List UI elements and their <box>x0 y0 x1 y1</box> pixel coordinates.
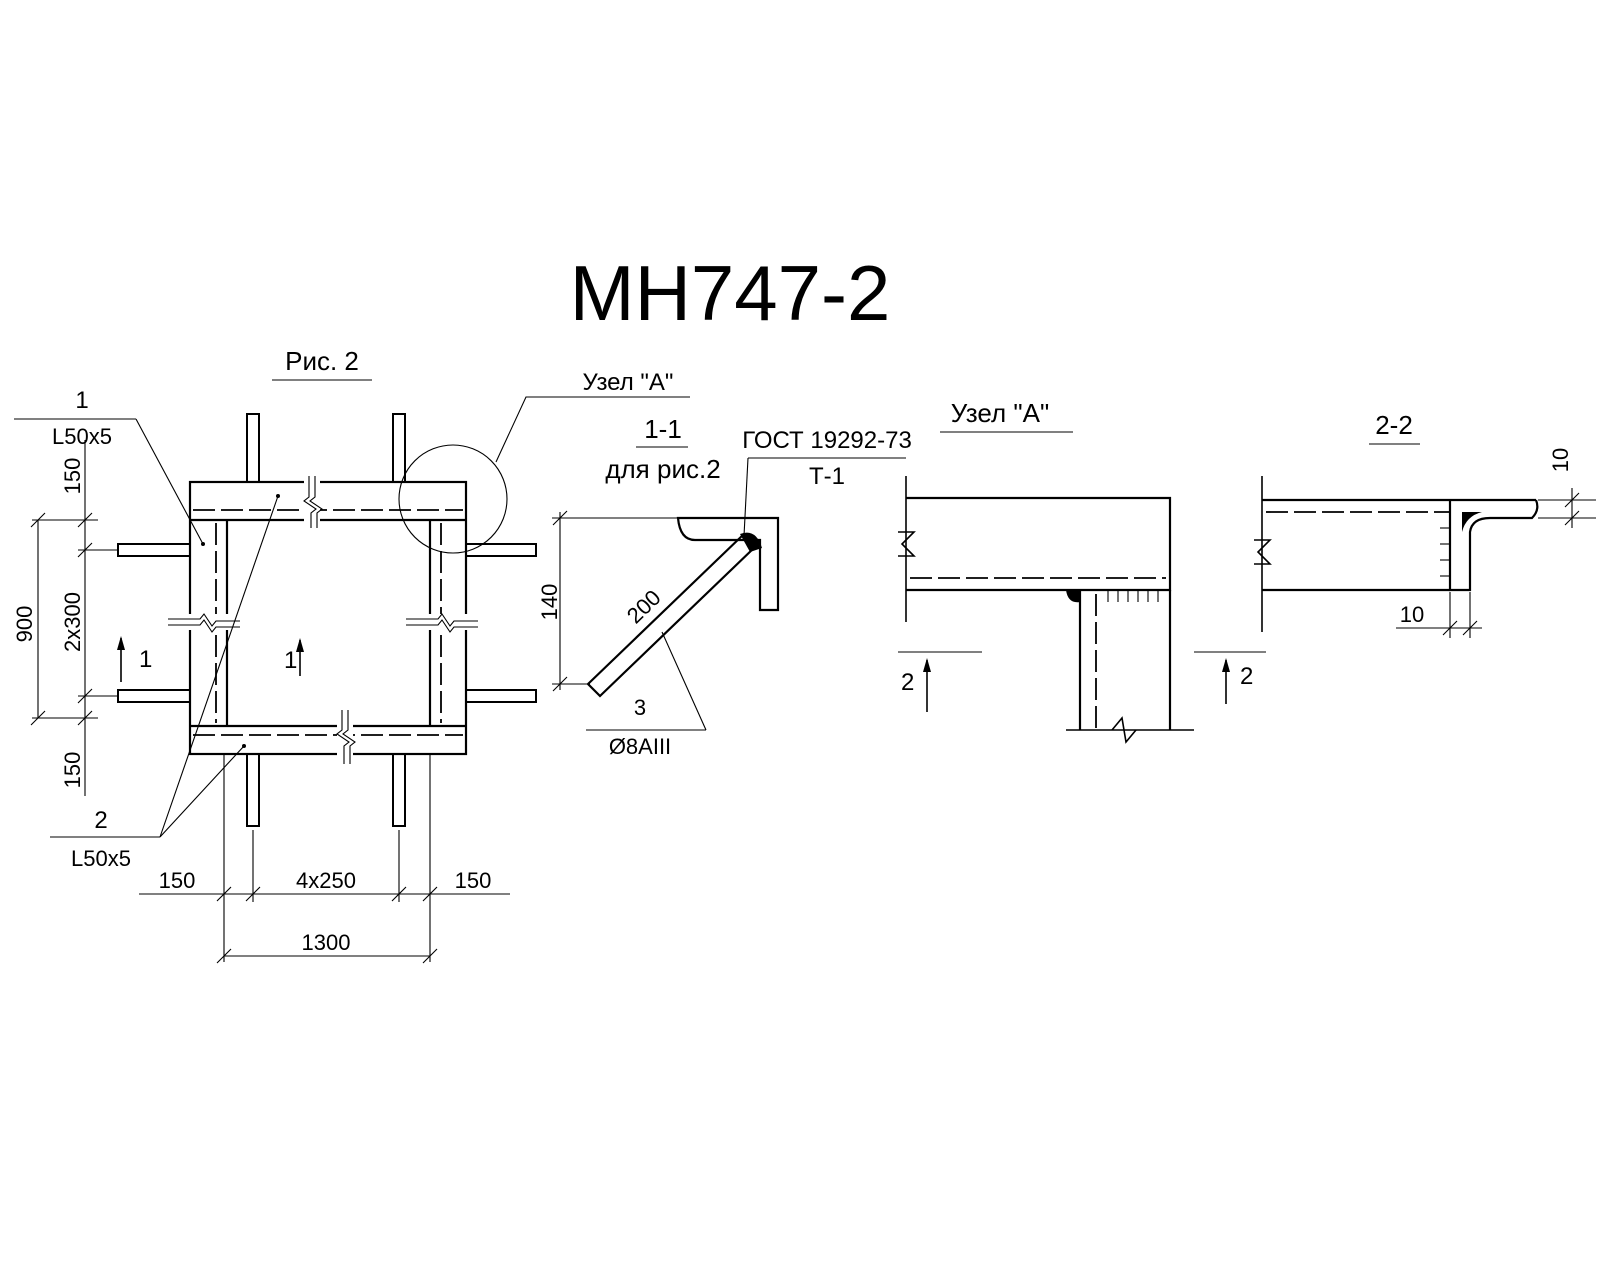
svg-text:2: 2 <box>1240 663 1253 690</box>
break-symbol-right <box>406 613 478 633</box>
anchor-rod-bottom-right <box>392 753 406 827</box>
node-a-title: Узел "А" <box>951 398 1049 428</box>
anchor-rod-right-upper <box>465 543 537 557</box>
svg-text:1: 1 <box>139 646 152 673</box>
svg-text:L50x5: L50x5 <box>71 846 131 871</box>
node-a-weld <box>1066 590 1080 603</box>
gost-standard: ГОСТ 19292-73 <box>742 427 912 454</box>
section-2-2-title: 2-2 <box>1375 410 1413 440</box>
anchor-rod-bottom-left <box>246 753 260 827</box>
svg-text:2: 2 <box>94 807 107 834</box>
anchor-bar-section <box>586 532 758 698</box>
vertical-dimensions: 150 2x300 150 900 <box>12 440 118 796</box>
plan-view: 1 1 Узел "А" 1 L50x5 2 L50x5 <box>12 369 690 964</box>
figure-label: Рис. 2 <box>285 346 359 376</box>
dim-200: 200 <box>622 585 666 628</box>
svg-text:1: 1 <box>284 647 297 674</box>
section-1-1-subtitle: для рис.2 <box>605 454 720 484</box>
part-1-callout: 1 L50x5 <box>14 387 205 546</box>
section-1-arrow-left: 1 <box>117 636 152 682</box>
section-2-marker-right: 2 <box>1194 651 1266 704</box>
dim-1300: 1300 <box>302 930 351 955</box>
dim-10-bottom: 10 <box>1400 602 1424 627</box>
section-1-1-title: 1-1 <box>644 414 682 444</box>
node-a-top-angle <box>906 496 1172 592</box>
node-a-callout-circle <box>398 444 508 554</box>
node-a-callout-label: Узел "А" <box>583 369 674 396</box>
dim-2x300: 2x300 <box>60 592 85 652</box>
part-3-number: 3 <box>634 695 646 720</box>
dim-left-150: 150 <box>159 868 196 893</box>
section-2-2: 2-2 10 10 <box>1254 410 1596 638</box>
node-a-leader <box>495 396 690 463</box>
angle-profile-section <box>676 516 780 612</box>
svg-text:1: 1 <box>75 387 88 414</box>
dim-140: 140 <box>537 584 562 621</box>
part-2-callout: 2 L50x5 <box>50 494 280 871</box>
svg-text:L50x5: L50x5 <box>52 424 112 449</box>
dim-right-150: 150 <box>455 868 492 893</box>
anchor-rod-left-upper <box>117 543 191 557</box>
dim-900: 900 <box>12 606 37 643</box>
break-symbol-bottom <box>336 710 356 764</box>
node-a-break-zigzag <box>898 531 916 557</box>
break-symbol-left <box>168 613 240 633</box>
break-symbol-top <box>303 476 323 528</box>
dim-bottom-150: 150 <box>60 752 85 789</box>
section-2-marker-left: 2 <box>898 651 982 712</box>
anchor-rod-right-lower <box>465 689 537 703</box>
drawing-title: МН747-2 <box>570 249 891 337</box>
gost-joint-type: Т-1 <box>809 463 845 490</box>
node-a-detail: Узел "А" 2 2 <box>898 398 1266 744</box>
section-1-arrow-center: 1 <box>284 638 304 676</box>
gost-leader <box>743 457 749 537</box>
svg-text:2: 2 <box>901 669 914 696</box>
section-1-1: 1-1 для рис.2 ГОСТ 19292-73 Т-1 140 200 … <box>537 414 912 759</box>
horizontal-dimensions: 150 4x250 150 1300 <box>139 754 510 964</box>
section-2-2-angle <box>1448 499 1539 592</box>
dim-4x250: 4x250 <box>296 868 356 893</box>
part-3-bar-spec: Ø8АIII <box>609 734 671 759</box>
dim-top-150: 150 <box>60 458 85 495</box>
weld-mark <box>740 532 762 552</box>
anchor-rod-left-lower <box>117 689 191 703</box>
anchor-rod-top-right <box>392 413 406 483</box>
dim-10-right: 10 <box>1548 448 1573 472</box>
anchor-rod-top-left <box>246 413 260 483</box>
